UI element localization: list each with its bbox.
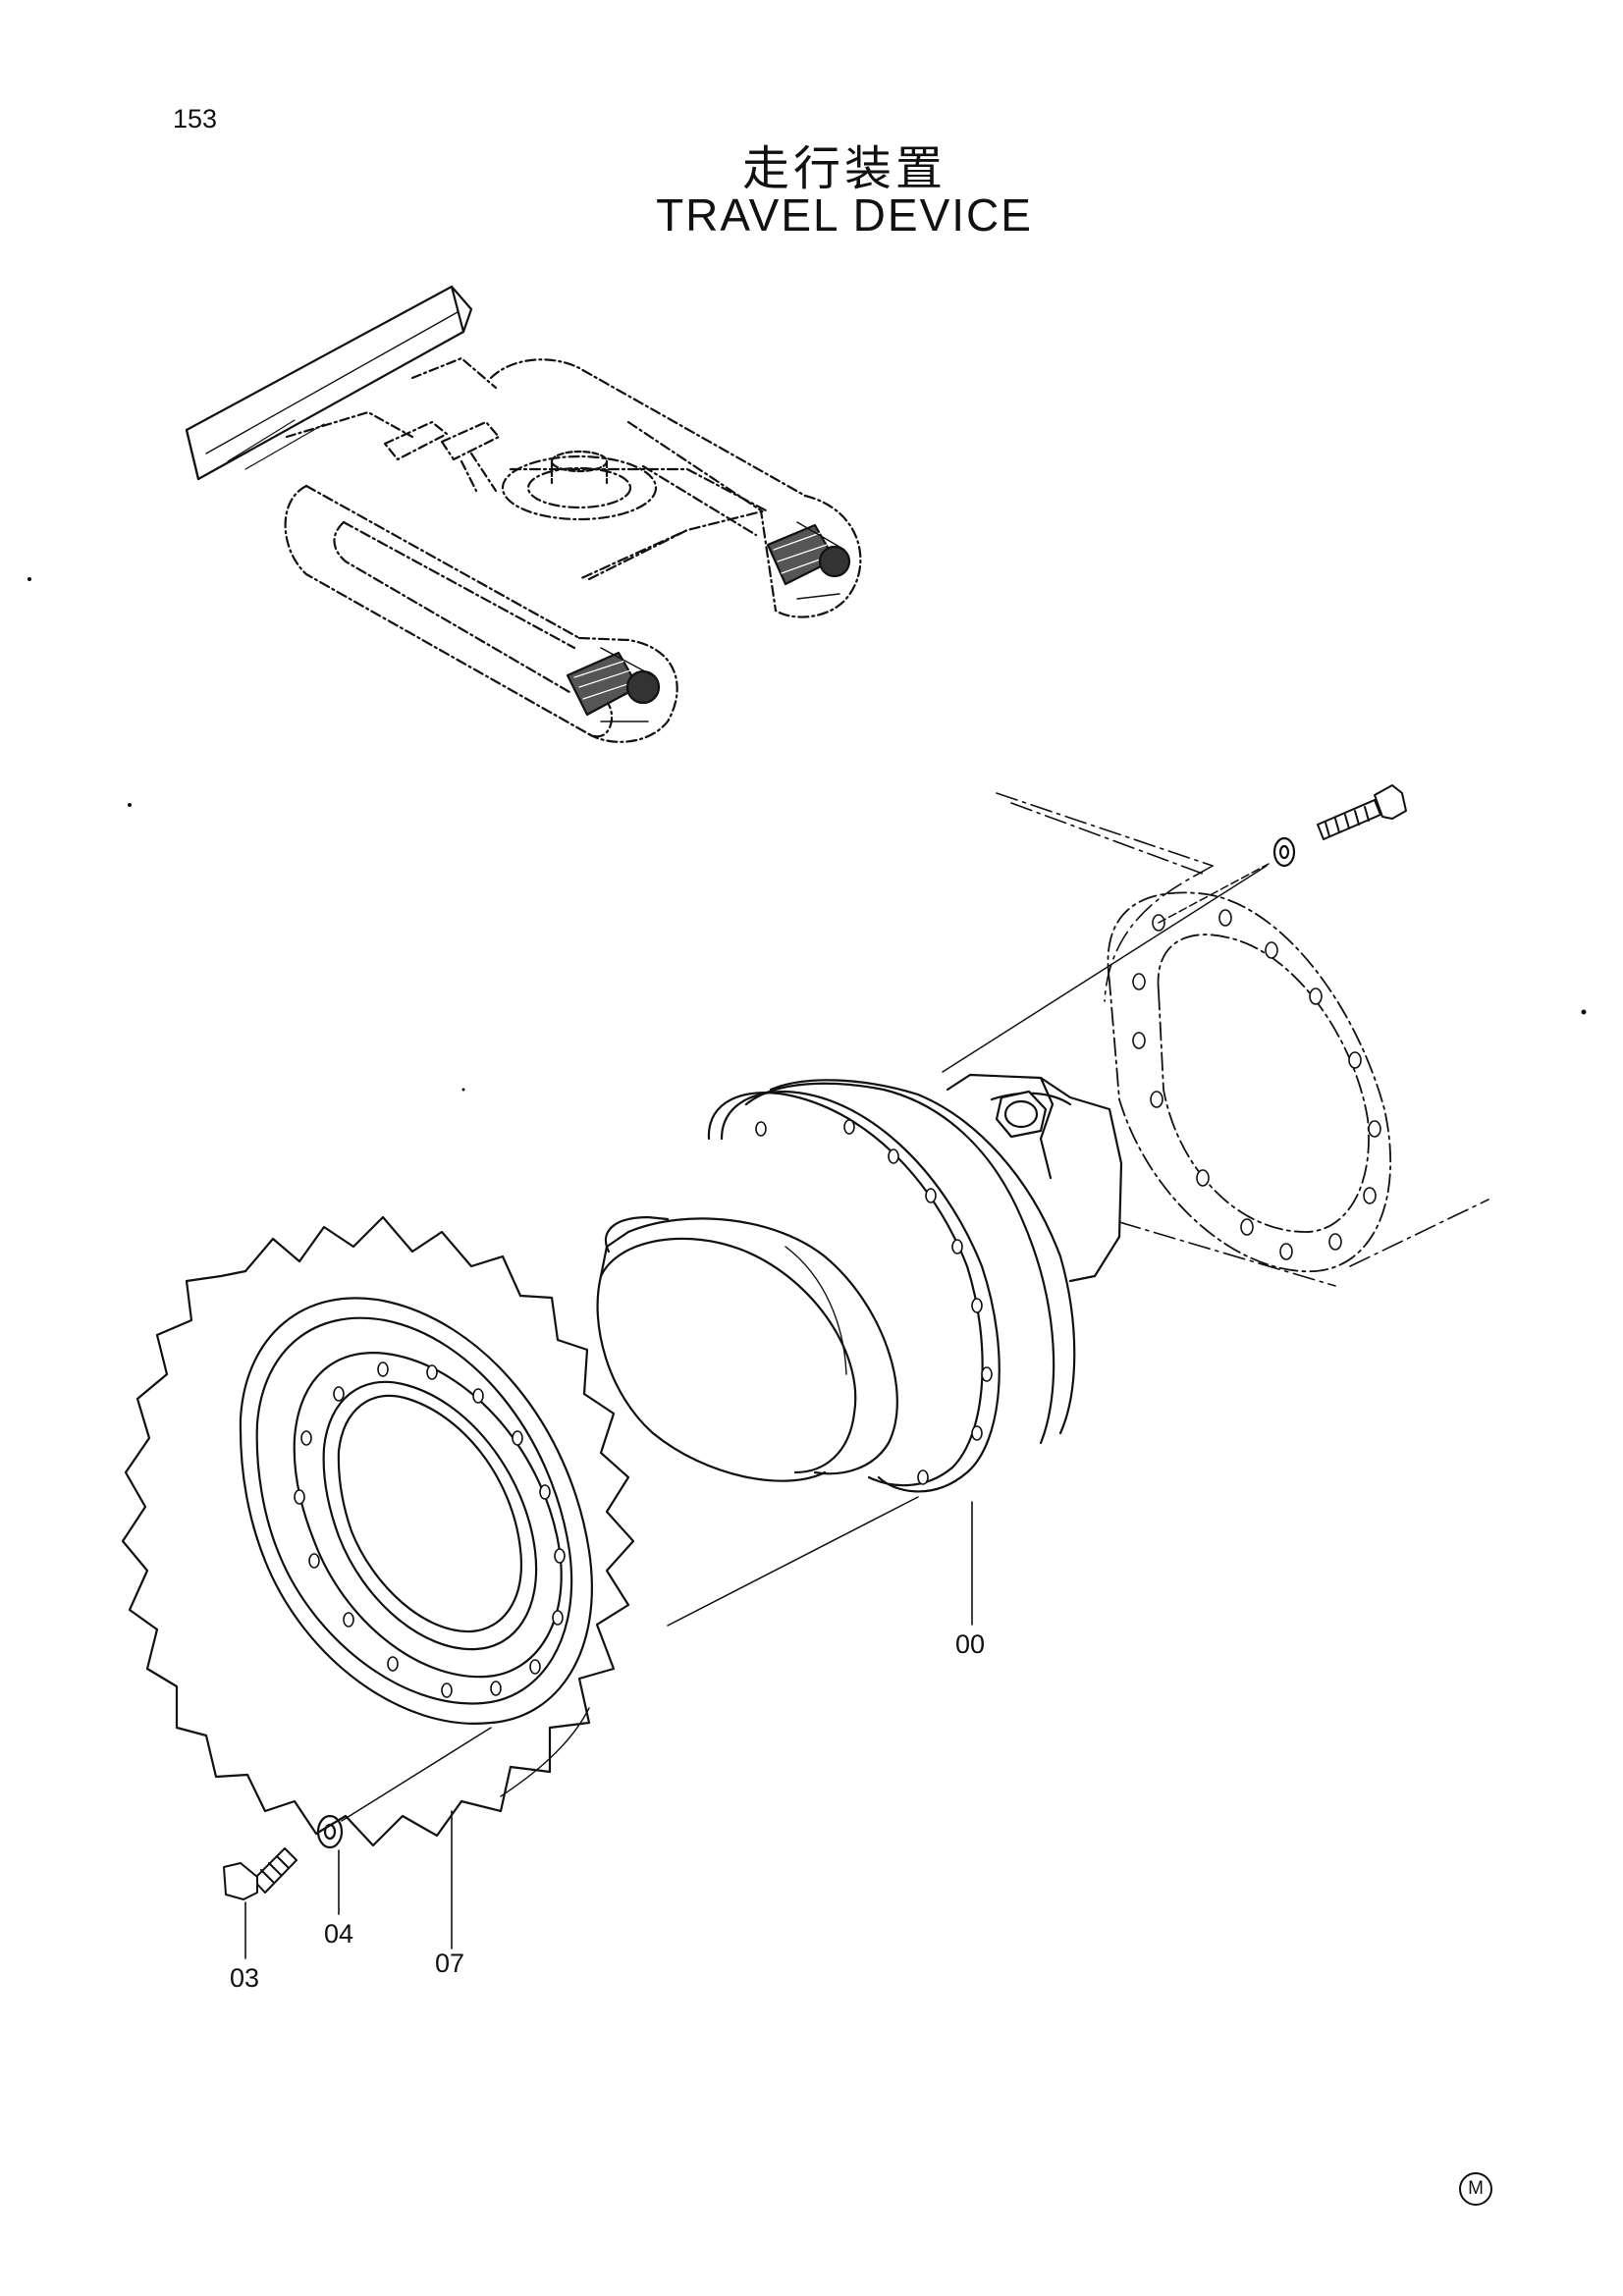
dozer-blade bbox=[185, 285, 473, 481]
motor-flange-bolt-holes bbox=[755, 1119, 993, 1485]
page-number: 153 bbox=[173, 104, 218, 133]
travel-motor-assembly bbox=[596, 1073, 1123, 1493]
maker-mark: M bbox=[1459, 2172, 1492, 2206]
callout-00: 00 bbox=[955, 1629, 986, 1659]
sprocket-highlight-rear bbox=[766, 521, 851, 600]
sprocket-highlight-front bbox=[566, 647, 661, 722]
sprocket bbox=[121, 1215, 635, 1847]
callout-04: 04 bbox=[324, 1919, 354, 1949]
callout-03: 03 bbox=[230, 1963, 260, 1993]
undercarriage-overview bbox=[185, 285, 862, 743]
assembly-lines bbox=[341, 863, 1270, 1822]
frame-bolt bbox=[1317, 784, 1407, 840]
track-frame-rear bbox=[489, 358, 862, 618]
frame-mounting-flange bbox=[1107, 891, 1392, 1272]
frame-washer bbox=[1272, 836, 1296, 868]
blade-arms bbox=[285, 356, 498, 439]
title-japanese: 走行装置 bbox=[741, 141, 947, 196]
swing-bearing bbox=[501, 450, 658, 521]
scan-specks bbox=[27, 577, 1587, 1092]
sprocket-washer bbox=[316, 1814, 344, 1849]
blade-cylinders bbox=[383, 420, 501, 493]
track-frame-phantom bbox=[996, 792, 1489, 1287]
track-frame-front bbox=[284, 484, 678, 743]
sprocket-bolt bbox=[223, 1847, 298, 1900]
leader-lines bbox=[244, 1501, 973, 1959]
callout-07: 07 bbox=[435, 1949, 465, 1978]
title-english: TRAVEL DEVICE bbox=[656, 189, 1033, 240]
sprocket-bolt-holes bbox=[294, 1362, 566, 1698]
frame-flange-bolt-holes bbox=[1132, 909, 1381, 1260]
center-frame bbox=[509, 467, 768, 581]
